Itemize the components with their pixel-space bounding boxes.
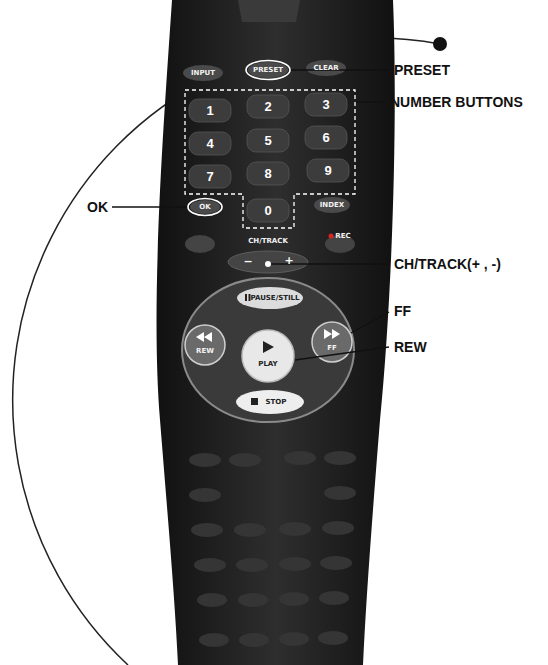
highlight-ring (246, 61, 290, 80)
transport-pad (182, 278, 354, 422)
index-button (314, 197, 350, 213)
callout-label: REW (394, 340, 427, 354)
leader-dot (265, 261, 271, 267)
callout-label: CH/TRACK(+ , -) (394, 257, 501, 271)
button-label: STOP (266, 399, 287, 406)
rew-button (185, 325, 225, 365)
button-label: CLEAR (313, 65, 338, 72)
button-label: FF (327, 345, 337, 352)
dashed-group (185, 90, 355, 228)
callout-label: OK (87, 200, 108, 214)
button-number: 7 (206, 170, 213, 183)
button-label: CH/TRACK (248, 238, 288, 245)
number-buttons (189, 93, 349, 222)
play-button (242, 330, 294, 382)
button-symbols (196, 294, 340, 405)
button-label: REC (335, 233, 350, 240)
ch-rocker (228, 251, 308, 273)
ok-button (190, 200, 220, 214)
stop-button (236, 390, 304, 414)
highlight-ring (188, 199, 222, 216)
button-number: 2 (264, 100, 271, 113)
button-label: INPUT (191, 70, 215, 77)
button-label: INDEX (320, 202, 344, 209)
button-number: 0 (264, 204, 271, 217)
ff-button (312, 322, 352, 362)
rec-dot (329, 234, 334, 239)
button-sign: − (243, 256, 252, 267)
button-number: 1 (206, 104, 213, 117)
button-number: 5 (264, 134, 271, 147)
button-number: 6 (322, 131, 329, 144)
ir-window (238, 0, 300, 22)
button-number: 3 (322, 98, 329, 111)
callout-label: NUMBER BUTTONS (390, 95, 523, 109)
button-label: OK (199, 204, 210, 211)
button-number: 4 (206, 137, 213, 150)
zoom-dot (433, 37, 447, 51)
callout-label: FF (394, 304, 411, 318)
button-label: PLAY (258, 361, 277, 368)
power-button (185, 235, 215, 253)
button-label: REW (196, 348, 214, 355)
button-sign: + (284, 255, 293, 266)
top-buttons (183, 60, 346, 81)
lower-buttons (189, 451, 356, 647)
button-label: PRESET (253, 67, 283, 74)
callout-label: PRESET (394, 63, 450, 77)
remote-body (157, 0, 395, 665)
leader-lines (112, 70, 389, 360)
button-number: 9 (324, 164, 331, 177)
button-label: PAUSE/STILL (250, 295, 299, 302)
button-number: 8 (264, 167, 271, 180)
pause-button (237, 287, 303, 309)
